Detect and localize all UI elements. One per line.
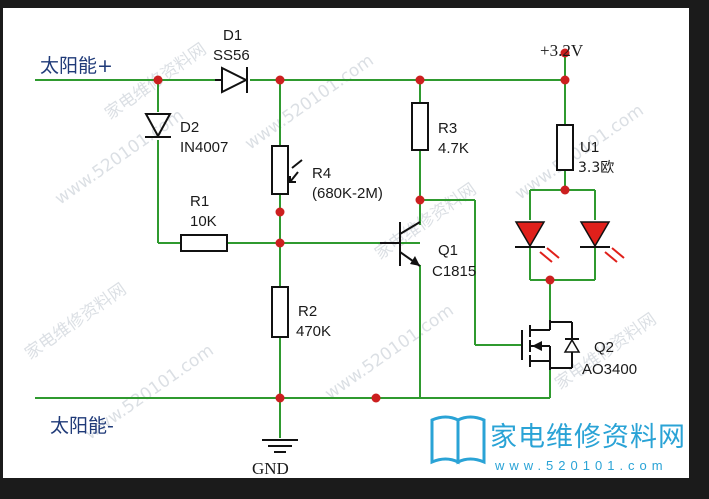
- led-left: [514, 221, 560, 263]
- r3-value: 4.7K: [438, 140, 469, 157]
- d1-value: SS56: [213, 47, 250, 64]
- book-icon: [430, 415, 486, 465]
- d1-ref: D1: [223, 27, 242, 44]
- transistor-q1: [380, 221, 421, 267]
- q2-value: AO3400: [582, 361, 637, 378]
- r4-ref: R4: [312, 165, 331, 182]
- resistor-r2: [271, 286, 289, 338]
- diode-d1: [215, 66, 249, 94]
- u1-value: 3.3欧: [578, 160, 614, 176]
- junction-node: [415, 195, 425, 205]
- gnd-label: GND: [252, 459, 289, 478]
- mosfet-q2: [521, 320, 581, 370]
- logo-text: 家电维修资料网: [490, 422, 686, 453]
- junction-node: [275, 75, 285, 85]
- resistor-u1: [556, 124, 574, 171]
- solar-positive-label: 太阳能+: [40, 55, 113, 77]
- junction-node: [153, 75, 163, 85]
- d2-ref: D2: [180, 119, 199, 136]
- r1-value: 10K: [190, 213, 217, 230]
- resistor-r3: [411, 102, 429, 151]
- diode-d2: [144, 113, 172, 139]
- junction-node: [560, 75, 570, 85]
- u1-ref: U1: [580, 139, 599, 156]
- junction-node: [415, 75, 425, 85]
- q1-ref: Q1: [438, 242, 458, 259]
- junction-node: [371, 393, 381, 403]
- resistor-r4: [271, 145, 303, 195]
- junction-nodes: [153, 48, 570, 403]
- junction-node: [275, 393, 285, 403]
- r2-ref: R2: [298, 303, 317, 320]
- vcc-label: +3.2V: [540, 41, 584, 60]
- junction-node: [275, 207, 285, 217]
- junction-node: [545, 275, 555, 285]
- r4-value: (680K-2M): [312, 185, 383, 202]
- solar-negative-label: 太阳能-: [50, 415, 114, 437]
- d2-value: IN4007: [180, 139, 228, 156]
- junction-node: [560, 185, 570, 195]
- r3-ref: R3: [438, 120, 457, 137]
- junction-node: [275, 238, 285, 248]
- q1-value: C1815: [432, 263, 476, 280]
- logo-url: www.520101.com: [494, 458, 668, 473]
- ground-symbol: [262, 439, 298, 453]
- site-logo: 家电维修资料网 www.520101.com: [430, 415, 686, 473]
- q2-ref: Q2: [594, 339, 614, 356]
- r2-value: 470K: [296, 323, 331, 340]
- resistor-r1: [180, 234, 228, 252]
- led-right: [579, 221, 625, 263]
- r1-ref: R1: [190, 193, 209, 210]
- junction-node: [560, 48, 570, 58]
